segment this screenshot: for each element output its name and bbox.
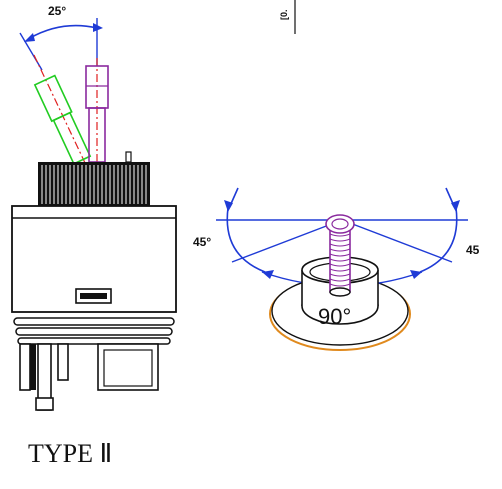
rotation-arrowhead-left bbox=[224, 200, 233, 212]
top-dimension-tag: [0. bbox=[279, 0, 296, 34]
tilt-arc-arrowhead-right bbox=[93, 23, 103, 32]
top-dimension-text: [0. bbox=[279, 9, 289, 20]
rotation-label: 90° bbox=[318, 304, 351, 329]
sweep-line-left bbox=[231, 219, 343, 263]
stem-threads bbox=[329, 233, 351, 287]
bottom-legs bbox=[19, 343, 159, 411]
stem-thread bbox=[329, 283, 351, 287]
center-pin-tip bbox=[35, 397, 54, 411]
rotation-arrowhead-bottom-left bbox=[262, 270, 274, 279]
rotation-arc-right bbox=[419, 207, 458, 273]
threaded-stem-head-inner bbox=[331, 218, 349, 230]
tilt-extension-line bbox=[19, 32, 43, 71]
tilt-angle-label: 25° bbox=[48, 4, 66, 18]
leg-mid bbox=[57, 343, 69, 381]
threaded-stem-head bbox=[325, 214, 355, 234]
stem-thread bbox=[329, 233, 351, 237]
rotation-arrowhead-bottom-right bbox=[410, 270, 422, 279]
rotation-angle-right-label: 45 bbox=[466, 243, 480, 257]
stem-thread bbox=[329, 263, 351, 267]
vertical-stem bbox=[85, 65, 109, 163]
seal-ring-1 bbox=[13, 317, 175, 326]
tilted-stem bbox=[33, 74, 92, 165]
seal-ring-3 bbox=[17, 337, 171, 345]
stem-thread bbox=[329, 238, 351, 242]
stem-thread bbox=[329, 258, 351, 262]
right-block-inner bbox=[103, 349, 153, 387]
rotation-angle-left-label: 45° bbox=[193, 235, 211, 249]
leg-left-inner bbox=[30, 344, 36, 390]
stem-thread bbox=[329, 268, 351, 272]
leg-left-outer bbox=[19, 343, 31, 391]
top-pin bbox=[125, 151, 132, 163]
sweep-line-right bbox=[341, 219, 453, 263]
tilt-arc-arrowhead-left bbox=[24, 33, 35, 42]
stem-thread bbox=[329, 248, 351, 252]
rotation-view: 45° 45 90° bbox=[193, 187, 480, 351]
rotation-arrowhead-right bbox=[451, 200, 460, 212]
cartridge-side-view: 25° bbox=[11, 4, 177, 468]
tilt-angle-arc bbox=[29, 24, 98, 39]
threaded-stem-base bbox=[329, 287, 351, 297]
stem-thread bbox=[329, 253, 351, 257]
sealing-rings bbox=[13, 317, 175, 345]
knurled-cap bbox=[38, 162, 150, 206]
tilted-centerline bbox=[33, 54, 87, 166]
tilted-stem-lower bbox=[52, 111, 92, 165]
threaded-stem bbox=[325, 214, 355, 297]
body-slot-inner bbox=[80, 293, 107, 299]
stem-thread bbox=[329, 273, 351, 277]
rotation-arc-left bbox=[226, 207, 266, 273]
stem-thread bbox=[329, 243, 351, 247]
stem-thread bbox=[329, 278, 351, 282]
seal-ring-2 bbox=[15, 327, 173, 336]
tilt-angle-annotation: 25° bbox=[19, 4, 103, 71]
knurl-ridges bbox=[41, 165, 147, 204]
type-label: TYPE Ⅱ bbox=[28, 439, 112, 468]
